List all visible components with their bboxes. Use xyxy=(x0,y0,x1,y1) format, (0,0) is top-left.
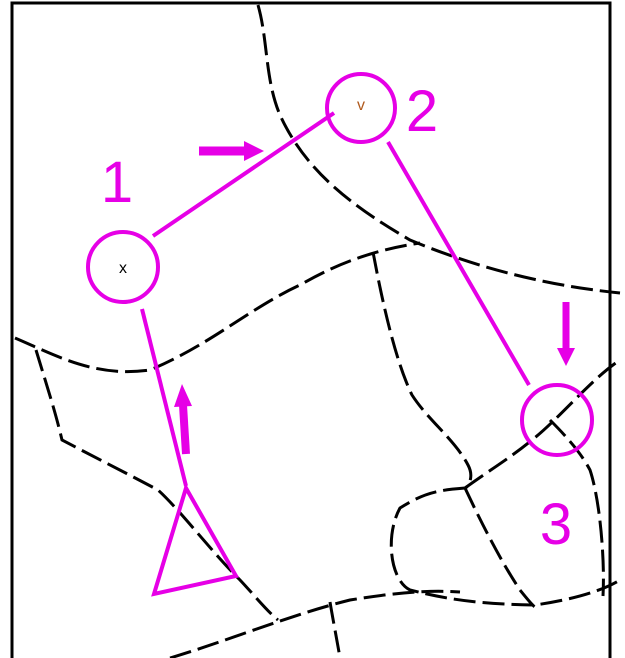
control-number-1: 1 xyxy=(101,150,133,215)
trail-network xyxy=(14,4,621,658)
direction-arrows xyxy=(174,141,575,455)
control-1-feature: x xyxy=(119,260,127,277)
trail-control3-branch xyxy=(548,418,605,597)
trail-lower-junction xyxy=(464,358,621,490)
arrow-down-icon xyxy=(557,302,575,366)
leg-start-to-1 xyxy=(140,308,188,487)
trail-left-drop xyxy=(34,349,279,622)
course-legs xyxy=(140,111,531,487)
arrow-up-icon xyxy=(174,384,192,455)
map-frame xyxy=(10,1,612,658)
arrow-right-icon xyxy=(199,141,264,161)
control-number-2: 2 xyxy=(406,79,438,144)
trail-lower-loop xyxy=(389,486,621,607)
trail-right-spur xyxy=(463,487,536,609)
start-triangle xyxy=(151,482,240,597)
trail-bottom-drop xyxy=(328,601,342,658)
control-number-3: 3 xyxy=(540,492,572,557)
trail-bottom xyxy=(169,589,461,658)
control-2-feature: v xyxy=(357,97,365,114)
control-circle-2 xyxy=(325,72,397,144)
control-circle-1 xyxy=(86,230,160,304)
trail-middle-band xyxy=(14,241,421,374)
leg-2-to-3 xyxy=(386,140,531,387)
trail-center-spur xyxy=(371,251,473,490)
trail-top-curve xyxy=(256,4,621,295)
control-circle-3 xyxy=(520,383,594,457)
leg-1-to-2 xyxy=(151,111,336,238)
